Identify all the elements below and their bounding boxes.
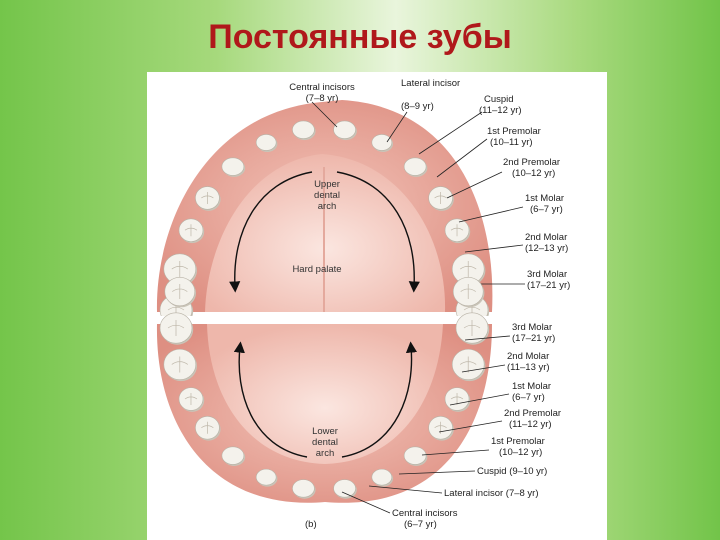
leader-upper-2nd-molar (464, 244, 524, 253)
upper-tooth-lateral-incisor-right (255, 134, 278, 152)
lower-label-central-incisors-age: (6–7 yr) (404, 519, 437, 530)
upper-leader-lines (311, 101, 525, 285)
arch-separator (147, 316, 607, 322)
lower-label-2nd-premolar-age: (11–12 yr) (509, 419, 552, 430)
upper-tooth-central-incisor-left (333, 120, 357, 141)
upper-tooth-central-incisor-right (292, 120, 316, 141)
lower-label-1st-premolar-age: (10–12 yr) (499, 447, 542, 458)
dental-diagram-panel: Upper dental arch Hard palate Central in… (147, 72, 607, 540)
upper-tooth-2nd-premolar-right (178, 218, 205, 244)
lower-tooth-1st-molar-left (451, 348, 486, 382)
lower-label-2nd-molar-age: (11–13 yr) (507, 362, 550, 373)
lower-tooth-1st-molar-right (163, 348, 197, 382)
upper-arch-label-3: arch (318, 201, 336, 212)
upper-label-2nd-premolar: 2nd Premolar (503, 157, 560, 168)
lower-tooth-1st-premolar-left (428, 416, 454, 441)
upper-tooth-labels: Central incisors (7–8 yr) Lateral inciso… (289, 78, 570, 291)
upper-label-2nd-premolar-age: (10–12 yr) (512, 168, 555, 179)
upper-tooth-1st-premolar-left (428, 186, 454, 211)
lower-tooth-cuspid-right (221, 446, 246, 466)
upper-label-2nd-molar-age: (12–13 yr) (525, 243, 568, 254)
lower-label-2nd-premolar: 2nd Premolar (504, 408, 561, 419)
upper-label-central-incisors: Central incisors (289, 82, 355, 93)
lower-tooth-lateral-incisor-left (371, 468, 394, 487)
hard-palate (205, 154, 446, 312)
leader-lower-2nd-premolar (438, 420, 503, 433)
lower-label-3rd-molar-age: (17–21 yr) (512, 333, 555, 344)
dental-arches-figure: Upper dental arch Hard palate Central in… (147, 78, 607, 530)
lower-arch-label-3: arch (316, 448, 334, 459)
lower-teeth (159, 277, 490, 499)
upper-label-cuspid-age: (11–12 yr) (479, 105, 522, 116)
hard-palate-label: Hard palate (292, 264, 341, 275)
lower-arch-label-2: dental (312, 437, 338, 448)
lower-tooth-2nd-premolar-right (178, 387, 205, 412)
leader-upper-central-incisors (311, 101, 338, 128)
lower-label-2nd-molar: 2nd Molar (507, 351, 549, 362)
upper-arch-label-2: dental (314, 190, 340, 201)
lower-label-1st-molar: 1st Molar (512, 381, 551, 392)
leader-lower-1st-premolar (421, 449, 490, 456)
slide-title: Постоянные зубы (208, 18, 512, 56)
upper-label-1st-molar: 1st Molar (525, 193, 564, 204)
upper-label-1st-premolar-age: (10–11 yr) (490, 137, 533, 148)
upper-tooth-2nd-premolar-left (444, 218, 471, 244)
lower-floor (207, 324, 443, 464)
upper-label-1st-premolar: 1st Premolar (487, 126, 541, 137)
upper-arch-arrow-right (336, 171, 420, 293)
lower-arch-label-1: Lower (312, 426, 338, 437)
lower-tooth-cuspid-left (403, 446, 428, 466)
leader-lower-lateral-incisor (368, 485, 443, 494)
leader-upper-lateral-incisor (386, 111, 408, 143)
lower-label-central-incisors: Central incisors (392, 508, 458, 519)
upper-dental-arch: Upper dental arch Hard palate (156, 100, 493, 367)
lower-label-3rd-molar: 3rd Molar (512, 322, 552, 333)
leader-lower-central-incisors (341, 491, 391, 514)
upper-arch-arrow-left (229, 171, 313, 293)
leader-upper-2nd-premolar (446, 171, 503, 199)
lower-tooth-central-incisor-left (333, 479, 357, 499)
upper-label-2nd-molar: 2nd Molar (525, 232, 567, 243)
leader-lower-3rd-molar (464, 335, 511, 341)
leader-upper-1st-premolar (436, 138, 488, 178)
panel-tag: (b) (305, 519, 317, 530)
upper-label-3rd-molar-age: (17–21 yr) (527, 280, 570, 291)
lower-tooth-3rd-molar-left (452, 277, 485, 308)
lower-tooth-3rd-molar-right (164, 277, 196, 308)
leader-upper-1st-molar (458, 206, 524, 223)
lower-tooth-central-incisor-right (292, 479, 316, 499)
lower-arch-arrow-left (233, 341, 308, 458)
upper-tooth-1st-molar-right (163, 253, 197, 286)
lower-label-1st-premolar: 1st Premolar (491, 436, 545, 447)
upper-tooth-cuspid-right (221, 157, 246, 177)
leader-lower-2nd-molar (461, 364, 506, 373)
leader-lower-cuspid (398, 470, 476, 475)
lower-tooth-lateral-incisor-right (255, 468, 278, 487)
upper-label-cuspid: Cuspid (484, 94, 514, 105)
leader-lower-1st-molar (449, 393, 510, 406)
upper-label-1st-molar-age: (6–7 yr) (530, 204, 563, 215)
lower-tooth-2nd-molar-right (159, 312, 194, 345)
upper-label-lateral-incisor: Lateral incisor (401, 78, 460, 89)
upper-label-lateral-incisor-age: (8–9 yr) (401, 101, 434, 112)
lower-dental-arch: Lower dental arch (156, 277, 493, 503)
lower-tooth-1st-premolar-right (195, 416, 221, 441)
lower-leader-lines (341, 335, 511, 514)
upper-tooth-cuspid-left (403, 157, 428, 177)
lower-tooth-2nd-molar-left (455, 312, 490, 345)
upper-tooth-1st-premolar-right (195, 186, 221, 211)
upper-arch-label-1: Upper (314, 179, 340, 190)
leader-upper-cuspid (418, 111, 483, 155)
upper-label-3rd-molar: 3rd Molar (527, 269, 567, 280)
lower-label-cuspid: Cuspid (9–10 yr) (477, 466, 547, 477)
upper-label-central-incisors-age: (7–8 yr) (306, 93, 339, 104)
lower-tooth-labels: 3rd Molar (17–21 yr) 2nd Molar (11–13 yr… (305, 322, 561, 530)
lower-arch-arrow-right (341, 341, 418, 458)
lower-label-1st-molar-age: (6–7 yr) (512, 392, 545, 403)
lower-label-lateral-incisor: Lateral incisor (7–8 yr) (444, 488, 539, 499)
